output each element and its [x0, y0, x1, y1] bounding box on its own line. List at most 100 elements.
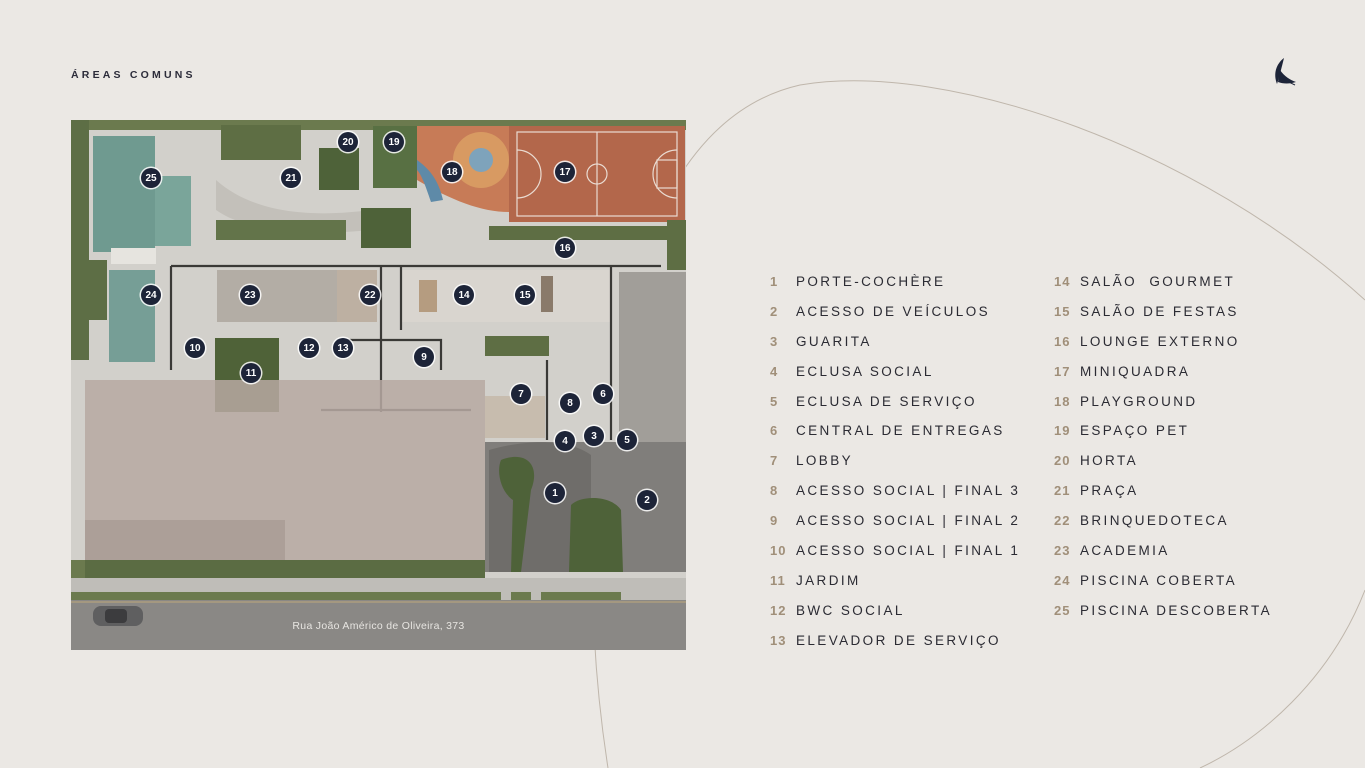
legend-label: PRAÇA [1080, 483, 1139, 499]
legend-label: PISCINA DESCOBERTA [1080, 602, 1272, 618]
legend-number: 1 [770, 274, 779, 289]
legend-item: 19 ESPAÇO PET [1054, 423, 1272, 453]
legend-number: 4 [770, 363, 779, 379]
map-marker-18: 18 [442, 162, 462, 182]
legend-number: 9 [770, 513, 779, 529]
legend-number: 10 [770, 543, 787, 559]
legend-label: PORTE-COCHÈRE [796, 274, 946, 289]
legend-item: 17 MINIQUADRA [1054, 364, 1272, 394]
site-plan-map: 1 2 3 4 5 6 7 8 9 10 11 12 13 14 15 16 1… [71, 120, 686, 650]
legend-item: 8 ACESSO SOCIAL | FINAL 3 [770, 483, 1020, 513]
legend-number: 14 [1054, 274, 1071, 289]
legend-number: 3 [770, 333, 779, 349]
legend-number: 2 [770, 303, 779, 319]
map-marker-7: 7 [511, 384, 531, 404]
legend-label: ACESSO SOCIAL | FINAL 2 [796, 513, 1021, 529]
map-marker-15: 15 [515, 285, 535, 305]
map-marker-12: 12 [299, 338, 319, 358]
legend-item: 6 CENTRAL DE ENTREGAS [770, 423, 1020, 453]
legend-label: CENTRAL DE ENTREGAS [796, 423, 1005, 439]
legend-item: 22 BRINQUEDOTECA [1054, 513, 1272, 543]
legend-label: HORTA [1080, 453, 1139, 469]
legend-number: 15 [1054, 303, 1071, 319]
map-marker-2: 2 [637, 490, 657, 510]
legend-label: ECLUSA DE SERVIÇO [796, 393, 977, 409]
map-marker-24: 24 [141, 285, 161, 305]
map-marker-20: 20 [338, 132, 358, 152]
map-marker-19: 19 [384, 132, 404, 152]
legend-number: 16 [1054, 333, 1071, 349]
legend-number: 23 [1054, 543, 1071, 559]
legend-item: 16 LOUNGE EXTERNO [1054, 334, 1272, 364]
map-marker-14: 14 [454, 285, 474, 305]
stylized-wing-logo-icon [1275, 58, 1296, 86]
legend-label: ECLUSA SOCIAL [796, 363, 934, 379]
map-marker-10: 10 [185, 338, 205, 358]
map-marker-8: 8 [560, 393, 580, 413]
legend-item: 9 ACESSO SOCIAL | FINAL 2 [770, 513, 1020, 543]
legend-number: 20 [1054, 453, 1071, 469]
legend-item: 21 PRAÇA [1054, 483, 1272, 513]
legend-item: 3 GUARITA [770, 334, 1020, 364]
map-marker-1: 1 [545, 483, 565, 503]
legend-item: 25 PISCINA DESCOBERTA [1054, 603, 1272, 633]
map-marker-25: 25 [141, 168, 161, 188]
legend-label: MINIQUADRA [1080, 363, 1191, 379]
map-marker-17: 17 [555, 162, 575, 182]
legend-item: 11 JARDIM [770, 573, 1020, 603]
legend-number: 5 [770, 393, 779, 409]
legend-number: 11 [770, 572, 786, 588]
legend-label: GUARITA [796, 333, 872, 349]
street-address-label: Rua João Américo de Oliveira, 373 [292, 620, 465, 632]
legend-label: PISCINA COBERTA [1080, 572, 1238, 588]
legend-label: BWC SOCIAL [796, 602, 905, 618]
legend-label: LOUNGE EXTERNO [1080, 333, 1240, 349]
legend-label: ESPAÇO PET [1080, 423, 1190, 439]
legend-item: 23 ACADEMIA [1054, 543, 1272, 573]
site-plan-drawing [71, 120, 686, 650]
map-marker-16: 16 [555, 238, 575, 258]
legend-label: JARDIM [796, 572, 861, 588]
legend-number: 17 [1054, 363, 1071, 379]
legend-item: 15 SALÃO DE FESTAS [1054, 304, 1272, 334]
map-marker-6: 6 [593, 384, 613, 404]
map-marker-9: 9 [414, 347, 434, 367]
legend-number: 8 [770, 483, 779, 499]
legend-item: 18 PLAYGROUND [1054, 394, 1272, 424]
legend-number: 22 [1054, 513, 1071, 529]
legend-item: 10 ACESSO SOCIAL | FINAL 1 [770, 543, 1020, 573]
legend-number: 6 [770, 423, 779, 439]
legend-item: 1 PORTE-COCHÈRE [770, 274, 1020, 304]
map-marker-21: 21 [281, 168, 301, 188]
map-marker-11: 11 [241, 363, 261, 383]
legend-item: 14 SALÃO GOURMET [1054, 274, 1272, 304]
legend-item: 5 ECLUSA DE SERVIÇO [770, 394, 1020, 424]
legend-number: 18 [1054, 393, 1071, 409]
legend-label: LOBBY [796, 453, 854, 469]
legend-column-2: 14 SALÃO GOURMET 15 SALÃO DE FESTAS 16 LOUN… [1054, 274, 1272, 633]
legend-label: BRINQUEDOTECA [1080, 513, 1229, 529]
legend-label: SALÃO GOURMET [1080, 274, 1236, 289]
map-marker-3: 3 [584, 426, 604, 446]
section-title: ÁREAS COMUNS [71, 69, 196, 81]
legend-number: 19 [1054, 423, 1071, 439]
legend-label: ACESSO SOCIAL | FINAL 1 [796, 543, 1021, 559]
legend-label: ELEVADOR DE SERVIÇO [796, 632, 1001, 648]
legend-number: 13 [770, 632, 787, 648]
legend-item: 4 ECLUSA SOCIAL [770, 364, 1020, 394]
legend-label: SALÃO DE FESTAS [1080, 303, 1239, 319]
map-marker-22: 22 [360, 285, 380, 305]
legend-label: PLAYGROUND [1080, 393, 1198, 409]
legend-label: ACESSO SOCIAL | FINAL 3 [796, 483, 1021, 499]
legend-number: 21 [1054, 483, 1071, 499]
legend-label: ACESSO DE VEÍCULOS [796, 303, 990, 319]
legend-label: ACADEMIA [1080, 543, 1170, 559]
map-marker-13: 13 [333, 338, 353, 358]
legend-number: 25 [1054, 602, 1071, 618]
map-marker-5: 5 [617, 430, 637, 450]
map-marker-4: 4 [555, 431, 575, 451]
legend-item: 20 HORTA [1054, 453, 1272, 483]
legend-column-1: 1 PORTE-COCHÈRE 2 ACESSO DE VEÍCULOS 3 GUAR… [770, 274, 1020, 663]
